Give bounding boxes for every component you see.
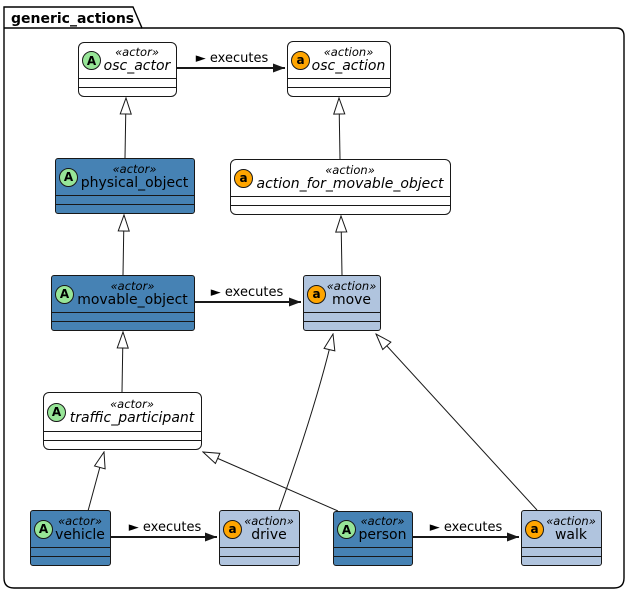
inheritance-move-action_for_movable_object	[341, 216, 342, 276]
executes-label: ► executes	[129, 520, 202, 535]
class-physical_object[interactable]: A «actor» physical_object	[55, 158, 195, 214]
class-person[interactable]: A «actor» person	[333, 511, 413, 566]
fields-compartment	[44, 431, 201, 440]
methods-compartment	[31, 556, 110, 565]
class-title: a «action» drive	[220, 511, 299, 547]
frame-title: generic_actions	[11, 11, 134, 27]
fields-compartment	[288, 78, 390, 87]
class-name: move	[331, 291, 372, 308]
inheritance-vehicle-traffic_participant	[87, 452, 104, 512]
fields-compartment	[522, 547, 601, 556]
class-name: physical_object	[80, 174, 189, 191]
fields-compartment	[304, 312, 380, 321]
action-badge-icon: a	[234, 168, 253, 188]
class-title: a «action» action_for_movable_object	[231, 160, 450, 196]
stereotype-label: «actor»	[112, 161, 157, 176]
class-osc_action[interactable]: a «action» osc_action	[287, 41, 391, 97]
class-drive[interactable]: a «action» drive	[219, 510, 300, 566]
stereotype-label: «actor»	[58, 513, 102, 528]
methods-compartment	[52, 321, 194, 330]
methods-compartment	[522, 556, 601, 565]
fields-compartment	[220, 547, 299, 556]
methods-compartment	[220, 556, 299, 565]
stereotype-label: «actor»	[360, 514, 405, 529]
class-name: walk	[554, 526, 588, 543]
class-title: A «actor» vehicle	[31, 511, 110, 547]
stereotype-label: «action»	[323, 44, 374, 59]
action-badge-icon: a	[291, 50, 310, 70]
stereotype-label: «actor»	[110, 278, 155, 293]
inheritance-person-traffic_participant	[203, 452, 339, 512]
class-name: drive	[251, 526, 287, 543]
class-name: osc_action	[311, 57, 386, 74]
actor-badge-icon: A	[59, 167, 78, 187]
fields-compartment	[56, 195, 194, 204]
actor-badge-icon: A	[82, 51, 101, 70]
class-movable_object[interactable]: A «actor» movable_object	[51, 275, 195, 331]
class-name: person	[358, 527, 407, 544]
class-move[interactable]: a «action» move	[303, 275, 381, 331]
class-title: A «actor» osc_actor	[79, 43, 176, 78]
fields-compartment	[334, 547, 412, 556]
action-badge-icon: a	[223, 519, 242, 539]
actor-badge-icon: A	[47, 402, 66, 422]
class-title: a «action» walk	[522, 511, 601, 547]
class-title: A «actor» traffic_participant	[44, 393, 201, 431]
class-name: action_for_movable_object	[256, 175, 444, 192]
action-badge-icon: a	[525, 519, 544, 539]
stereotype-label: «action»	[546, 513, 596, 528]
fields-compartment	[231, 196, 450, 205]
class-traffic_participant[interactable]: A «actor» traffic_participant	[43, 392, 202, 450]
class-vehicle[interactable]: A «actor» vehicle	[30, 510, 111, 566]
methods-compartment	[231, 205, 450, 214]
executes-label: ► executes	[211, 285, 284, 300]
class-name: osc_actor	[103, 58, 171, 75]
class-title: a «action» move	[304, 276, 380, 312]
action-badge-icon: a	[307, 284, 326, 304]
methods-compartment	[56, 204, 194, 213]
methods-compartment	[288, 87, 390, 96]
inheritance-physical_object-osc_actor	[125, 98, 126, 159]
class-osc_actor[interactable]: A «actor» osc_actor	[78, 42, 177, 97]
inheritance-action_for_movable_object-osc_action	[339, 98, 340, 160]
class-action_for_movable_object[interactable]: a «action» action_for_movable_object	[230, 159, 451, 215]
inheritance-walk-move	[376, 334, 538, 511]
actor-badge-icon: A	[337, 520, 356, 539]
fields-compartment	[79, 78, 176, 87]
methods-compartment	[44, 440, 201, 449]
class-title: A «actor» movable_object	[52, 276, 194, 312]
executes-label: ► executes	[430, 520, 503, 535]
methods-compartment	[79, 87, 176, 96]
stereotype-label: «actor»	[110, 396, 154, 411]
inheritance-drive-move	[278, 334, 333, 511]
class-title: A «actor» person	[334, 512, 412, 547]
fields-compartment	[31, 547, 110, 556]
class-walk[interactable]: a «action» walk	[521, 510, 602, 566]
stereotype-label: «action»	[326, 278, 377, 293]
actor-badge-icon: A	[34, 519, 53, 539]
methods-compartment	[334, 556, 412, 565]
executes-label: ► executes	[196, 51, 269, 66]
class-title: a «action» osc_action	[288, 42, 390, 78]
class-title: A «actor» physical_object	[56, 159, 194, 195]
inheritance-movable_object-physical_object	[123, 215, 124, 276]
stereotype-label: «action»	[325, 162, 375, 177]
inheritance-traffic_participant-movable_object	[122, 332, 123, 393]
actor-badge-icon: A	[55, 284, 74, 304]
methods-compartment	[304, 321, 380, 330]
class-name: vehicle	[55, 526, 105, 543]
stereotype-label: «action»	[244, 513, 294, 528]
class-name: movable_object	[77, 291, 188, 308]
fields-compartment	[52, 312, 194, 321]
class-name: traffic_participant	[69, 409, 195, 426]
stereotype-label: «actor»	[115, 45, 159, 60]
